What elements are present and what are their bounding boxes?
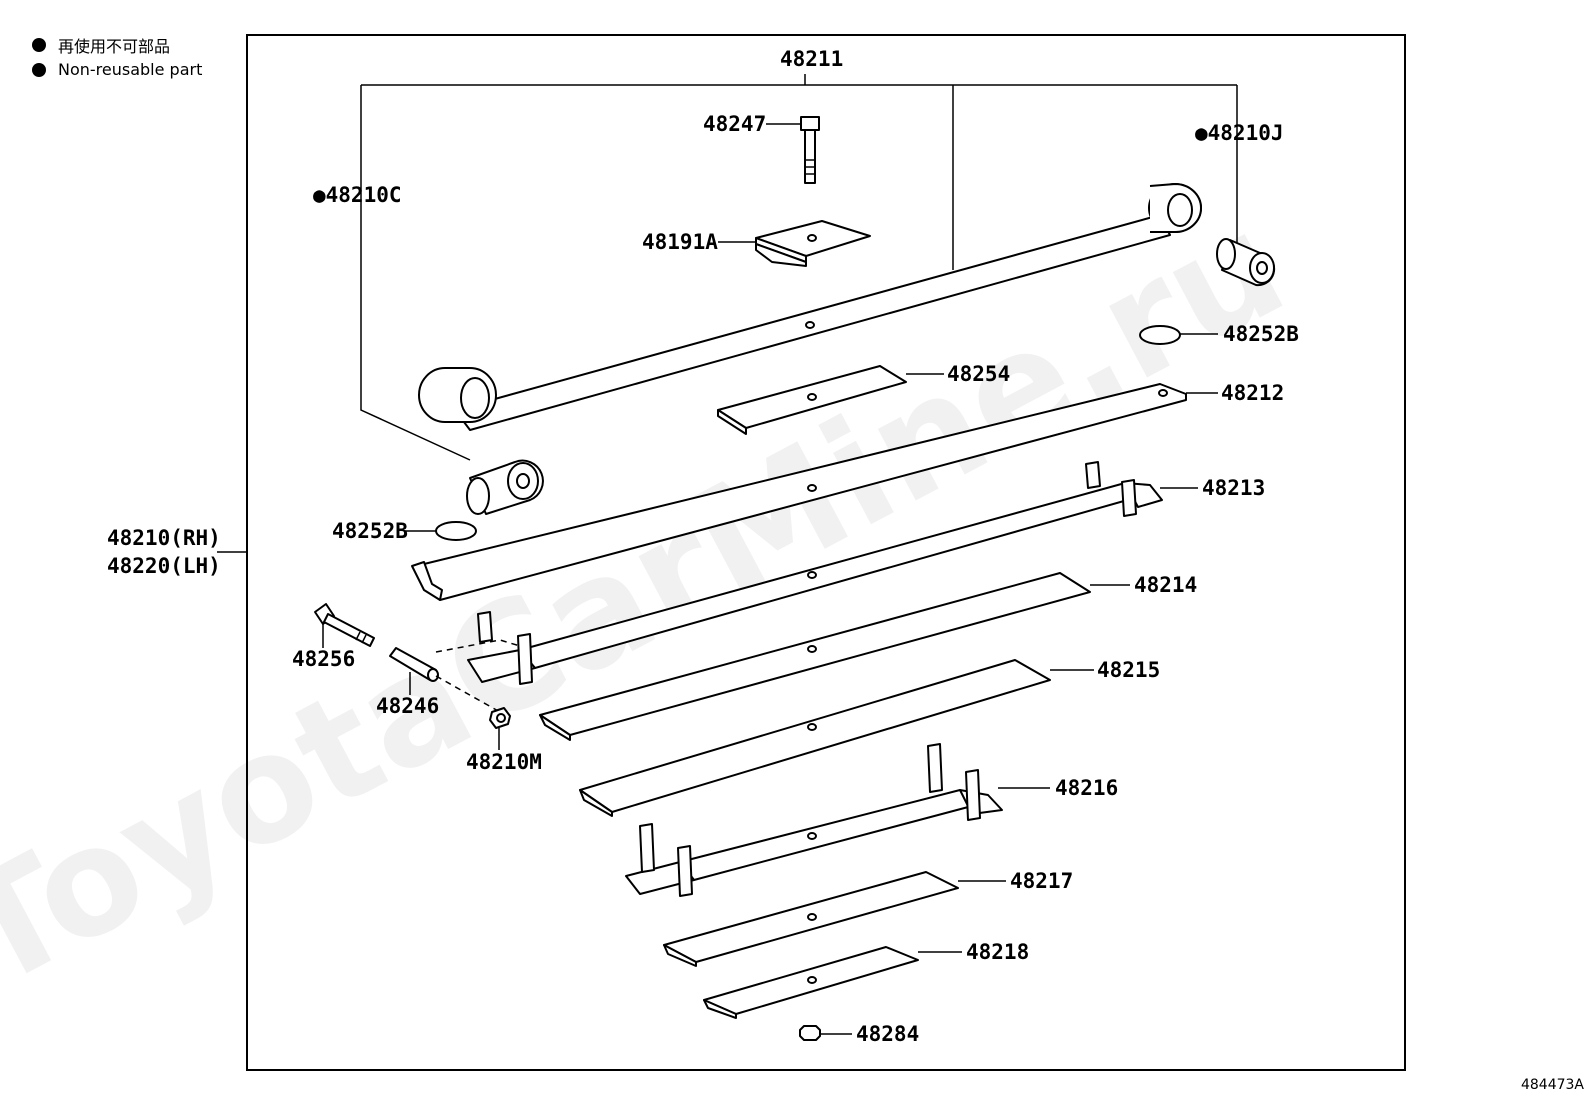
callout-48220-lh[interactable]: 48220(LH)	[107, 554, 221, 578]
part-48211-main-leaf[interactable]	[418, 183, 1202, 431]
part-48191A-pad[interactable]	[755, 220, 871, 267]
callout-48215[interactable]: 48215	[1097, 658, 1160, 682]
callout-48247[interactable]: 48247	[703, 112, 766, 136]
part-48252B-top-pad[interactable]	[1139, 325, 1181, 345]
callout-48216[interactable]: 48216	[1055, 776, 1118, 800]
dashed-leader-48246	[435, 639, 521, 713]
part-48210M-nut[interactable]	[489, 707, 511, 729]
part-48218-leaf[interactable]	[703, 946, 919, 1019]
callout-48252B-top[interactable]: 48252B	[1223, 322, 1299, 346]
part-48284-nut[interactable]	[799, 1025, 821, 1041]
callout-48217[interactable]: 48217	[1010, 869, 1073, 893]
callout-48191A[interactable]: 48191A	[642, 230, 718, 254]
part-48210J-bushing[interactable]	[1216, 238, 1276, 287]
part-48246-tube[interactable]	[389, 647, 439, 682]
callout-48211[interactable]: 48211	[780, 47, 843, 71]
part-48247-bolt[interactable]	[800, 116, 820, 184]
callout-48212[interactable]: 48212	[1221, 381, 1284, 405]
callout-48218[interactable]: 48218	[966, 940, 1029, 964]
callout-48210-rh[interactable]: 48210(RH)	[107, 526, 221, 550]
legend-label-ja: 再使用不可部品	[58, 36, 171, 56]
drawing-id: 484473A	[1520, 1077, 1584, 1093]
part-48254-spacer[interactable]	[717, 365, 907, 435]
bullet-icon	[32, 62, 46, 77]
part-48256-bolt[interactable]	[314, 603, 375, 647]
part-48216-leaf[interactable]	[625, 743, 1003, 897]
callout-48284[interactable]: 48284	[856, 1022, 919, 1046]
part-48212-leaf[interactable]	[411, 383, 1187, 601]
part-48214-leaf[interactable]	[539, 572, 1091, 741]
callout-48256[interactable]: 48256	[292, 647, 355, 671]
legend-row-ja: 再使用不可部品	[32, 32, 202, 57]
part-48217-leaf[interactable]	[663, 871, 959, 967]
callout-48210C[interactable]: ●48210C	[313, 183, 402, 207]
part-48213-leaf[interactable]	[467, 461, 1163, 685]
callout-48210J[interactable]: ●48210J	[1195, 121, 1284, 145]
callout-48210M[interactable]: 48210M	[466, 750, 542, 774]
callout-48254[interactable]: 48254	[947, 362, 1010, 386]
callout-48213[interactable]: 48213	[1202, 476, 1265, 500]
legend: 再使用不可部品 Non-reusable part	[32, 32, 202, 82]
part-48210C-bushing[interactable]	[466, 459, 544, 515]
legend-row-en: Non-reusable part	[32, 57, 202, 82]
part-48215-leaf[interactable]	[579, 659, 1051, 817]
callout-48214[interactable]: 48214	[1134, 573, 1197, 597]
callout-48252B-left[interactable]: 48252B	[332, 519, 408, 543]
bullet-icon	[32, 37, 46, 52]
assembly-bracket	[360, 74, 1238, 461]
callout-48246[interactable]: 48246	[376, 694, 439, 718]
part-48252B-left-pad[interactable]	[435, 521, 477, 541]
legend-label-en: Non-reusable part	[58, 60, 203, 79]
